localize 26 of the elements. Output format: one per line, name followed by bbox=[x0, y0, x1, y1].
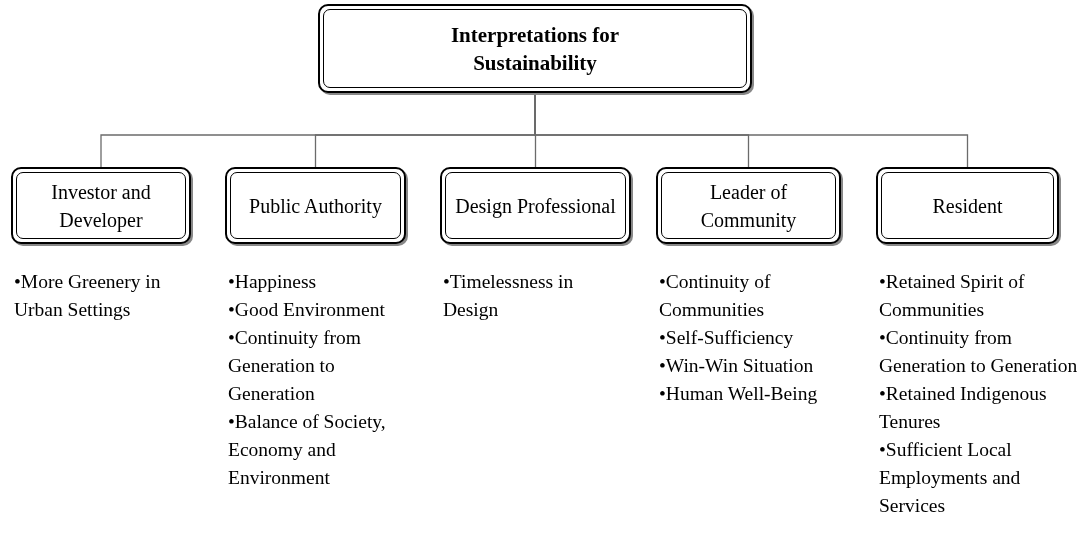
list-item: •Balance of Society, Economy and Environment bbox=[228, 410, 387, 490]
list-item: •Timelessness in Design bbox=[443, 270, 575, 322]
list-item: •More Greenery in Urban Settings bbox=[14, 270, 162, 322]
category-label: Leader of Community bbox=[699, 179, 798, 234]
list-item: •Win-Win Situation bbox=[659, 354, 815, 378]
category-label: Public Authority bbox=[249, 193, 382, 220]
list-item: •Continuity of Communities bbox=[659, 270, 772, 322]
title-text: Interpretations for Sustainability bbox=[449, 21, 621, 77]
list-item: •Good Environment bbox=[228, 298, 386, 322]
list-item: •Happiness bbox=[228, 270, 318, 294]
category-box bbox=[440, 167, 631, 244]
category-label: Investor and Developer bbox=[50, 179, 152, 234]
category-box bbox=[876, 167, 1059, 244]
list-item: •Continuity from Generation to Generation bbox=[879, 326, 1079, 378]
category-box bbox=[225, 167, 406, 244]
category-label: Resident bbox=[932, 193, 1003, 219]
list-item: •Retained Indigenous Tenures bbox=[879, 382, 1048, 434]
category-label: Design Professional bbox=[455, 193, 616, 220]
list-item: •Continuity from Generation to Generation bbox=[228, 326, 363, 406]
list-item: •Human Well-Being bbox=[659, 382, 819, 406]
list-item: •Self-Sufficiency bbox=[659, 326, 795, 350]
title-box bbox=[318, 4, 752, 93]
list-item: •Sufficient Local Employments and Services bbox=[879, 438, 1022, 518]
list-item: •Retained Spirit of Communities bbox=[879, 270, 1026, 322]
category-box bbox=[656, 167, 841, 244]
category-box bbox=[11, 167, 191, 244]
